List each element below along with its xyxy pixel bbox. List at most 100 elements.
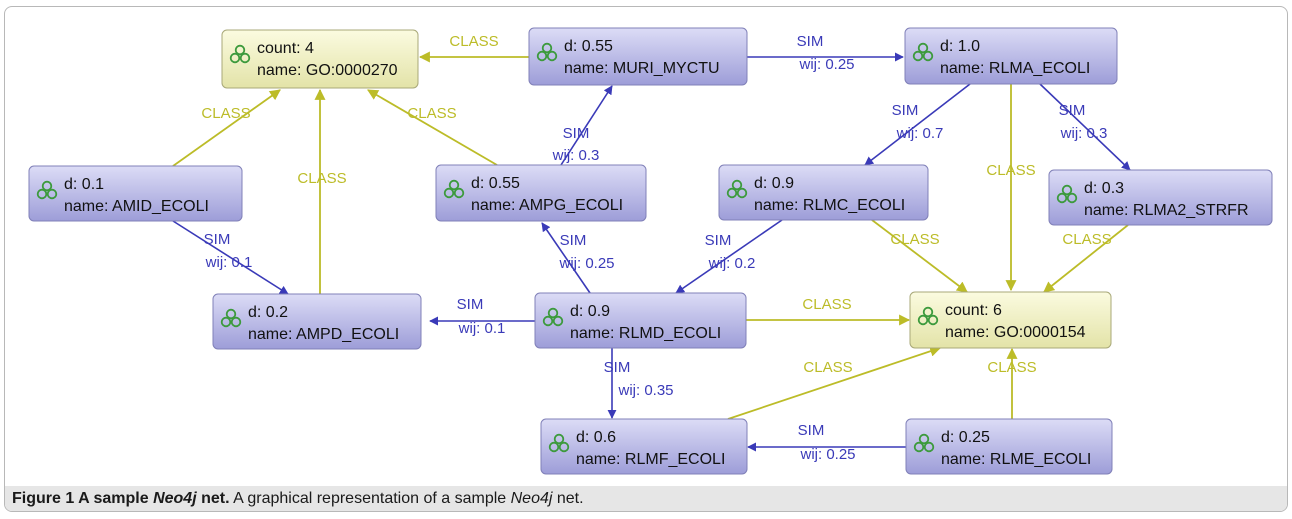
edge-class-rlmc-go154 (871, 219, 968, 293)
node-value: d: 0.25 (941, 429, 990, 446)
edge-weight-rlme-rlmf: wij: 0.25 (799, 446, 855, 463)
node-value: d: 0.55 (564, 38, 613, 55)
node-value: count: 6 (945, 302, 1002, 319)
node-icon (536, 42, 558, 62)
edge-label-ampg-go270: CLASS (407, 105, 456, 122)
edge-label-rlma-rlmc: SIM (892, 102, 919, 119)
node-muri[interactable]: d: 0.55 name: MURI_MYCTU (528, 27, 748, 86)
node-rlmc[interactable]: d: 0.9 name: RLMC_ECOLI (718, 164, 929, 221)
node-ampg[interactable]: d: 0.55 name: AMPG_ECOLI (435, 164, 647, 222)
node-name: name: AMPG_ECOLI (471, 197, 623, 214)
node-name: name: AMPD_ECOLI (248, 326, 399, 343)
node-icon (548, 433, 570, 453)
figure-caption: Figure 1 A sample Neo4j net. A graphical… (12, 490, 584, 508)
edge-label-muri-go270: CLASS (449, 33, 498, 50)
edge-label-rlmd-rlmf: SIM (604, 359, 631, 376)
edge-label-rlmc-go154: CLASS (890, 231, 939, 248)
edge-label-muri-rlma: SIM (797, 33, 824, 50)
edge-label-amid-go270: CLASS (201, 105, 250, 122)
node-icon (542, 307, 564, 327)
edge-weight-rlmd-ampg: wij: 0.25 (558, 255, 614, 272)
node-name: name: GO:0000154 (945, 324, 1086, 341)
nodes-layer: count: 4 name: GO:0000270 d: 0.55 name: MUR… (28, 27, 1273, 475)
edge-class-ampg-go270 (367, 89, 498, 166)
edge-label-amid-ampd: SIM (204, 231, 231, 248)
node-name: name: RLMA2_STRFR (1084, 202, 1249, 219)
edge-label-rlme-rlmf: SIM (798, 422, 825, 439)
node-rlme[interactable]: d: 0.25 name: RLME_ECOLI (905, 418, 1113, 475)
edge-label-ampg-muri: SIM (563, 125, 590, 142)
node-value: d: 0.3 (1084, 180, 1124, 197)
node-name: name: RLMF_ECOLI (576, 451, 725, 468)
edge-sim-rlma-rlmc (864, 83, 971, 166)
node-rlma2[interactable]: d: 0.3 name: RLMA2_STRFR (1048, 169, 1273, 226)
node-icon (36, 180, 58, 200)
node-go270[interactable]: count: 4 name: GO:0000270 (221, 29, 419, 89)
node-name: name: RLMC_ECOLI (754, 197, 905, 214)
edge-label-ampd-go270: CLASS (297, 170, 346, 187)
edge-label-rlmd-ampd: SIM (457, 296, 484, 313)
edge-weight-ampg-muri: wij: 0.3 (552, 147, 600, 164)
node-name: name: MURI_MYCTU (564, 60, 720, 77)
node-value: d: 0.9 (570, 303, 610, 320)
node-rlmd[interactable]: d: 0.9 name: RLMD_ECOLI (534, 292, 747, 349)
edge-label-rlma-go154: CLASS (986, 162, 1035, 179)
caption-text: A graphical representation of a sample (229, 490, 511, 507)
edge-label-rlme-go154: CLASS (987, 359, 1036, 376)
edge-label-rlmd-go154: CLASS (802, 296, 851, 313)
node-rlmf[interactable]: d: 0.6 name: RLMF_ECOLI (540, 418, 748, 475)
edge-sim-rlma-rlma2 (1039, 83, 1131, 171)
edge-class-amid-go270 (172, 89, 281, 167)
node-go154[interactable]: count: 6 name: GO:0000154 (909, 291, 1112, 349)
edges-layer (172, 51, 1131, 452)
caption-bar (5, 486, 1287, 511)
node-name: name: RLMD_ECOLI (570, 325, 721, 342)
node-value: d: 0.6 (576, 429, 616, 446)
edge-class-rlmf-go154 (727, 345, 942, 420)
node-amid[interactable]: d: 0.1 name: AMID_ECOLI (28, 165, 243, 222)
node-value: d: 0.9 (754, 175, 794, 192)
node-value: d: 0.1 (64, 176, 104, 193)
edge-sim-rlmc-rlmd (675, 219, 783, 294)
caption-title-italic: Neo4j (153, 490, 197, 507)
node-icon (917, 306, 939, 326)
node-icon (229, 44, 251, 64)
caption-text-tail: net. (552, 490, 584, 507)
figure-frame (4, 6, 1288, 512)
node-name: name: GO:0000270 (257, 62, 398, 79)
edge-sim-ampg-muri (560, 85, 613, 166)
edge-label-rlmc-rlmd: SIM (705, 232, 732, 249)
node-ampd[interactable]: d: 0.2 name: AMPD_ECOLI (212, 293, 422, 350)
caption-title-tail: net. (196, 490, 230, 507)
edge-label-rlma-rlma2: SIM (1059, 102, 1086, 119)
caption-title: Figure 1 A sample (12, 490, 154, 507)
node-icon (913, 433, 935, 453)
node-name: name: AMID_ECOLI (64, 198, 209, 215)
edge-weight-muri-rlma: wij: 0.25 (798, 56, 854, 73)
node-icon (220, 308, 242, 328)
node-icon (443, 179, 465, 199)
node-rlma[interactable]: d: 1.0 name: RLMA_ECOLI (904, 27, 1118, 85)
edge-label-rlmf-go154: CLASS (803, 359, 852, 376)
node-icon (726, 179, 748, 199)
node-value: d: 0.55 (471, 175, 520, 192)
edge-weight-rlmc-rlmd: wij: 0.2 (708, 255, 756, 272)
node-icon (1056, 184, 1078, 204)
node-name: name: RLMA_ECOLI (940, 60, 1090, 77)
edge-weight-rlma-rlma2: wij: 0.3 (1060, 125, 1108, 142)
edge-label-rlma2-go154: CLASS (1062, 231, 1111, 248)
edge-label-rlmd-ampg: SIM (560, 232, 587, 249)
edge-sim-rlmd-ampg (541, 222, 591, 294)
edge-weight-rlma-rlmc: wij: 0.7 (896, 125, 944, 142)
edge-weight-amid-ampd: wij: 0.1 (205, 254, 253, 271)
node-value: d: 0.2 (248, 304, 288, 321)
node-value: count: 4 (257, 40, 314, 57)
node-name: name: RLME_ECOLI (941, 451, 1091, 468)
caption-text-italic: Neo4j (510, 490, 553, 507)
edge-sim-amid-ampd (172, 220, 289, 295)
node-value: d: 1.0 (940, 38, 980, 55)
edge-weight-rlmd-ampd: wij: 0.1 (458, 320, 506, 337)
edge-class-rlma2-go154 (1043, 224, 1129, 293)
